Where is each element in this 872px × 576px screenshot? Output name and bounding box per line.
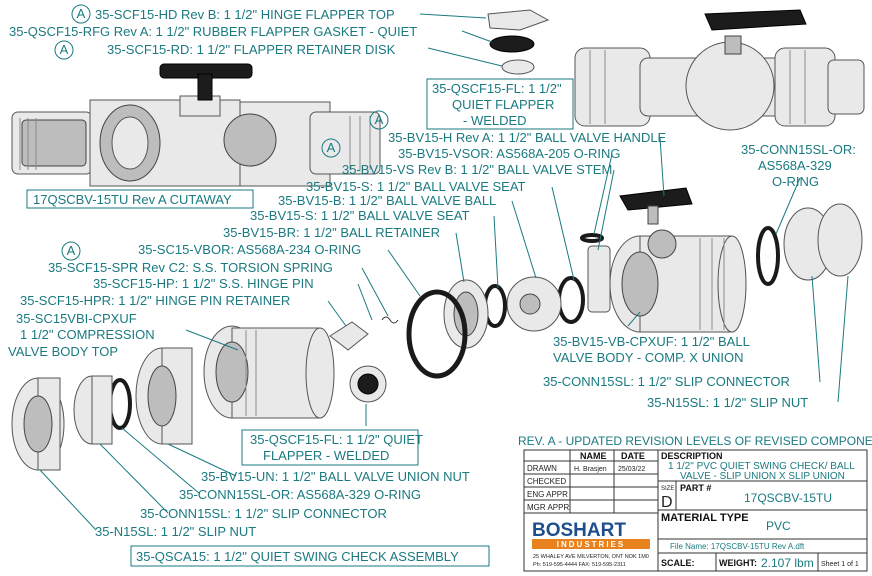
tb-weight-label: WEIGHT: bbox=[719, 558, 757, 568]
callout-box-quiet-flapper-top bbox=[426, 78, 574, 130]
callout-slip-nut-left: 35-N15SL: 1 1/2" SLIP NUT bbox=[95, 524, 256, 539]
ball-valve-exploded-illustration bbox=[580, 187, 863, 333]
callout-conn-oring-right-3: O-RING bbox=[772, 174, 819, 189]
callout-cutaway: 17QSCBV-15TU Rev A CUTAWAY bbox=[33, 192, 232, 207]
rev-marker-3-label: A bbox=[375, 112, 384, 127]
callout-ball-valve-handle: 35-BV15-H Rev A: 1 1/2" BALL VALVE HANDL… bbox=[388, 130, 667, 145]
callout-slip-connector-right: 35-CONN15SL: 1 1/2" SLIP CONNECTOR bbox=[543, 374, 790, 389]
callout-union-nut: 35-BV15-UN: 1 1/2" BALL VALVE UNION NUT bbox=[201, 469, 470, 484]
callout-vsor-oring: 35-BV15-VSOR: AS568A-205 O-RING bbox=[398, 146, 621, 161]
callout-conn-oring-right-1: 35-CONN15SL-OR: bbox=[741, 142, 856, 157]
callout-ball-valve-body-1: 35-BV15-VB-CPXUF: 1 1/2" BALL bbox=[553, 334, 750, 349]
rev-marker-1-label: A bbox=[77, 6, 86, 21]
tb-size-value: D bbox=[661, 494, 673, 511]
leader-lines bbox=[39, 13, 849, 531]
tb-part-label: PART # bbox=[680, 483, 711, 493]
callout-labels: 35-SCF15-HD Rev B: 1 1/2" HINGE FLAPPER … bbox=[8, 7, 872, 567]
callout-quiet-flapper-top-2: QUIET FLAPPER bbox=[452, 97, 554, 112]
tb-company: BOSHART bbox=[532, 520, 626, 541]
tb-part-value: 17QSCBV-15TU bbox=[744, 491, 832, 505]
tb-weight-value: 2.107 lbm bbox=[761, 556, 814, 570]
tb-col-date: DATE bbox=[621, 451, 645, 461]
tb-sheet: Sheet 1 of 1 bbox=[821, 561, 859, 568]
rev-marker-4-label: A bbox=[327, 140, 336, 155]
tb-drawn-date: 25/03/22 bbox=[618, 466, 645, 473]
tb-size-label: SIZE bbox=[661, 486, 674, 492]
tb-company-sub: INDUSTRIES bbox=[557, 540, 625, 549]
revision-markers: A A A A A bbox=[54, 4, 389, 261]
tb-checked-label: CHECKED bbox=[527, 477, 566, 486]
rev-marker-5 bbox=[61, 241, 81, 261]
callout-hinge-flapper-top: 35-SCF15-HD Rev B: 1 1/2" HINGE FLAPPER … bbox=[95, 7, 395, 22]
callout-conn-oring-left: 35-CONN15SL-OR: AS568A-329 O-RING bbox=[179, 487, 421, 502]
callout-seat-1: 35-BV15-S: 1 1/2" BALL VALVE SEAT bbox=[306, 179, 526, 194]
center-parts-illustration bbox=[406, 276, 585, 379]
callout-torsion-spring: 35-SCF15-SPR Rev C2: S.S. TORSION SPRING bbox=[48, 260, 333, 275]
callout-hinge-pin-retainer: 35-SCF15-HPR: 1 1/2" HINGE PIN RETAINER bbox=[20, 293, 290, 308]
callout-vbor-oring: 35-SC15-VBOR: AS568A-234 O-RING bbox=[138, 242, 361, 257]
callout-box-cutaway bbox=[26, 189, 254, 209]
callout-assembly: 35-QSCA15: 1 1/2" QUIET SWING CHECK ASSE… bbox=[136, 549, 459, 564]
tb-address-1: 25 WHALEY AVE MILVERTON, ONT NOK 1M0 bbox=[533, 554, 649, 560]
assembled-valve-illustration bbox=[574, 9, 865, 131]
rev-marker-2 bbox=[54, 40, 74, 60]
union-parts-illustration bbox=[11, 347, 193, 471]
compression-body-illustration bbox=[203, 316, 399, 419]
callout-seat-2: 35-BV15-S: 1 1/2" BALL VALVE SEAT bbox=[250, 208, 470, 223]
callout-slip-connector-left: 35-CONN15SL: 1 1/2" SLIP CONNECTOR bbox=[140, 506, 387, 521]
tb-mgr-appr-label: MGR APPR bbox=[527, 503, 569, 512]
callout-ball: 35-BV15-B: 1 1/2" BALL VALVE BALL bbox=[278, 193, 496, 208]
callout-quiet-flapper-top-3: - WELDED bbox=[463, 113, 527, 128]
callout-quiet-flapper-mid-1: 35-QSCF15-FL: 1 1/2" QUIET bbox=[250, 432, 423, 447]
tb-material-value: PVC bbox=[766, 519, 791, 533]
title-block: NAME DATE DRAWN H. Brasjen 25/03/22 CHEC… bbox=[523, 449, 868, 572]
tb-material-label: MATERIAL TYPE bbox=[661, 512, 749, 524]
flapper-parts-illustration bbox=[487, 9, 550, 75]
callout-hinge-pin: 35-SCF15-HP: 1 1/2" S.S. HINGE PIN bbox=[93, 276, 314, 291]
tb-address-2: Ph: 519-595-4444 FAX: 519-595-2311 bbox=[533, 562, 626, 568]
callout-box-assembly bbox=[130, 545, 490, 567]
callout-ball-valve-body-2: VALVE BODY - COMP. X UNION bbox=[553, 350, 743, 365]
callout-ball-valve-stem: 35-BV15-VS Rev B: 1 1/2" BALL VALVE STEM bbox=[342, 162, 612, 177]
tb-col-name: NAME bbox=[580, 451, 607, 461]
cutaway-assembly-illustration bbox=[11, 63, 381, 187]
callout-quiet-flapper-mid-2: FLAPPER - WELDED bbox=[263, 448, 389, 463]
callout-compression-body-2: 1 1/2" COMPRESSION bbox=[20, 327, 155, 342]
rev-marker-5-label: A bbox=[67, 243, 76, 258]
callout-box-quiet-flapper-mid bbox=[241, 429, 419, 466]
rev-marker-1 bbox=[71, 4, 91, 24]
rev-marker-3 bbox=[369, 110, 389, 130]
callout-ball-retainer: 35-BV15-BR: 1 1/2" BALL RETAINER bbox=[223, 225, 440, 240]
rev-marker-4 bbox=[321, 138, 341, 158]
tb-drawn-label: DRAWN bbox=[527, 464, 557, 473]
tb-eng-appr-label: ENG APPR bbox=[527, 490, 568, 499]
rev-marker-2-label: A bbox=[60, 42, 69, 57]
callout-flapper-gasket: 35-QSCF15-RFG Rev A: 1 1/2" RUBBER FLAPP… bbox=[9, 24, 417, 39]
callout-quiet-flapper-top-1: 35-QSCF15-FL: 1 1/2" bbox=[432, 81, 562, 96]
tb-description-2: VALVE - SLIP UNION X SLIP UNION bbox=[680, 471, 845, 482]
revision-note: REV. A - UPDATED REVISION LEVELS OF REVI… bbox=[518, 434, 872, 448]
callout-flapper-retainer-disk: 35-SCF15-RD: 1 1/2" FLAPPER RETAINER DIS… bbox=[107, 42, 396, 57]
callout-slip-nut-right: 35-N15SL: 1 1/2" SLIP NUT bbox=[647, 395, 808, 410]
tb-file-name: File Name: 17QSCBV-15TU Rev A.dft bbox=[670, 542, 805, 551]
callout-compression-body-1: 35-SC15VBI-CPXUF bbox=[16, 311, 137, 326]
callout-conn-oring-right-2: AS568A-329 bbox=[758, 158, 832, 173]
tb-description-label: DESCRIPTION bbox=[661, 451, 723, 461]
tb-drawn-name: H. Brasjen bbox=[574, 466, 607, 473]
tb-scale-label: SCALE: bbox=[661, 558, 695, 568]
tb-description-1: 1 1/2" PVC QUIET SWING CHECK/ BALL bbox=[668, 461, 855, 472]
boshart-logo: BOSHART INDUSTRIES 25 WHALEY AVE MILVERT… bbox=[532, 520, 650, 568]
callout-compression-body-3: VALVE BODY TOP bbox=[8, 344, 118, 359]
